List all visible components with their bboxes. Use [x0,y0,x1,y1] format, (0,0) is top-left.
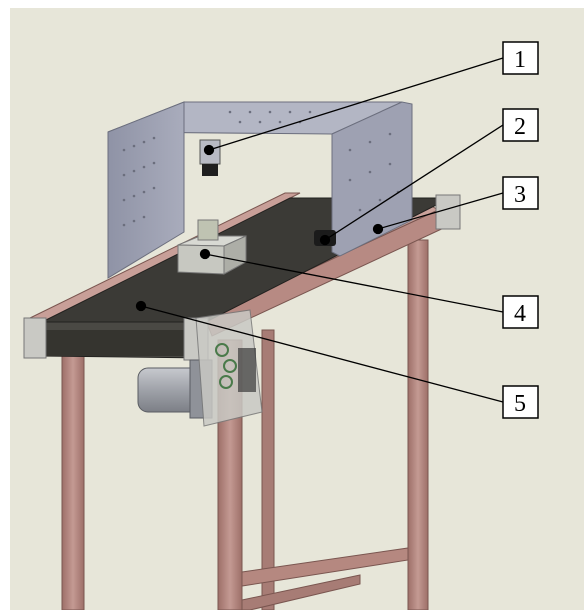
callout-4: 4 [502,295,539,329]
callout-3: 3 [502,176,539,210]
callout-1-number: 1 [514,47,526,73]
callout-1: 1 [502,41,539,75]
callout-2: 2 [502,108,539,142]
callout-5: 5 [502,385,539,419]
sensor-shield [107,101,413,279]
drive-motor [137,309,263,427]
leader-lines [135,57,504,403]
callout-5-number: 5 [514,391,526,417]
callout-2-number: 2 [514,114,526,140]
product-block [177,219,247,275]
callout-3-number: 3 [514,182,526,208]
callout-4-number: 4 [514,301,526,327]
